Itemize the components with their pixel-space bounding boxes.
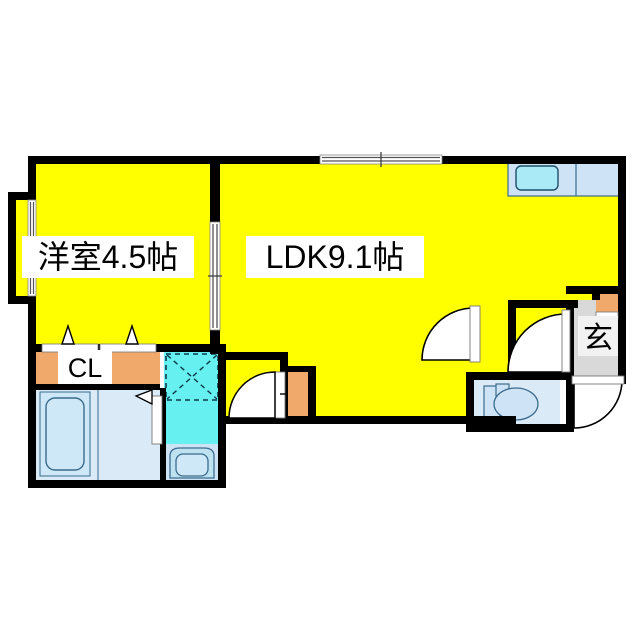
wall-bath-south [28,480,220,488]
door-ldk-storage-panel [274,371,286,419]
vanity-basin [175,453,209,477]
wall-storage-north [285,366,316,372]
wall-bay-top [8,192,36,200]
wall-closet-south [28,384,160,390]
ldk-label-bg [246,236,424,278]
door-ldk-hall-swing [421,307,475,361]
washing-machine-cross-a [166,354,218,400]
bedroom-label: 洋室4.5帖 [38,239,179,275]
wall-toilet-north [466,372,574,380]
wall-bedroom-north [28,156,218,164]
wall-bay-bottom [8,296,36,304]
wall-storage-east [308,366,316,424]
bathtub [45,397,85,471]
wall-entrance-east [618,286,626,384]
door-entrance-panel [571,375,625,385]
door-corridor-panel [561,309,571,373]
wall-toilet-south [466,424,574,432]
kitchen-sink-basin [515,165,559,191]
closet-label: CL [68,353,103,383]
bedroom-label-bg [22,236,194,278]
wall-washroom-west [160,388,166,484]
wall-shoe-closet-side [592,286,600,300]
toilet-bowl [493,387,539,421]
wall-washroom-east [218,344,226,488]
ldk-storage-closet [285,372,311,418]
closet-label-bg [58,350,112,384]
washing-machine-cross-b [166,354,218,400]
door-closet-marker-right [125,323,139,345]
wall-bay-west [8,192,16,304]
door-ldk-hall-panel [469,305,481,363]
door-corridor-swing [507,313,567,373]
wall-corridor-north [508,300,578,308]
room-labels: 洋室4.5帖 LDK9.1帖 玄 CL [22,236,618,384]
door-washroom-panel [151,395,163,445]
door-closet-marker-left [61,323,75,345]
kitchen-counter-group [507,159,621,197]
wall-toilet-west [466,372,474,432]
wall-corridor-west [508,300,516,378]
door-washroom-marker [134,389,153,406]
wall-ldk-step-horz [226,352,288,360]
wall-ldk-south [226,416,516,424]
wall-bath-west [28,344,36,488]
ldk-label: LDK9.1帖 [266,239,405,275]
door-entrance-swing [573,379,623,429]
entrance-label-bg [578,316,618,356]
door-ldk-storage-swing [228,371,276,419]
entrance-label: 玄 [583,322,613,355]
wall-ldk-east [618,156,626,302]
